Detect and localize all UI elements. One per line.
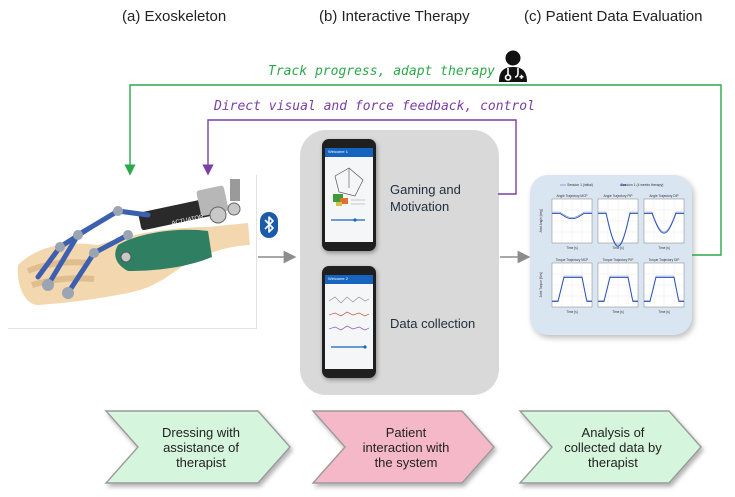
- plot-series-after: [598, 212, 638, 247]
- bluetooth-icon: [260, 212, 278, 238]
- phone-data-screen: Welcome 2: [325, 275, 373, 369]
- plot-xlabel: Time [s]: [566, 246, 577, 250]
- game-view: [331, 167, 365, 222]
- phone-gaming-screen: Welcome 1: [325, 148, 373, 242]
- stage-title-exoskeleton: (a) Exoskeleton: [122, 8, 227, 25]
- plot-series-after: [598, 276, 638, 303]
- plot-xlabel: Time [s]: [566, 310, 577, 314]
- process-steps: [104, 410, 702, 484]
- module-gaming-label: Gaming and Motivation: [390, 182, 461, 214]
- plot-series-initial: [552, 211, 592, 218]
- plot-title: Angle Trajectory DIP: [649, 194, 678, 198]
- phone-data-title: Welcome 2: [328, 276, 348, 281]
- plot-ylabel: Joint Angle [deg]: [539, 209, 543, 233]
- phone-data: Welcome 2: [322, 266, 376, 378]
- stage-title-therapy: (b) Interactive Therapy: [319, 8, 470, 25]
- outer-loop-arrow: [124, 84, 722, 256]
- plot-title: Torque Trajectory DIP: [649, 258, 680, 262]
- plot-series-after: [644, 276, 684, 303]
- phone-gaming-title: Welcome 1: [328, 149, 348, 154]
- phone-gaming: Welcome 1: [322, 139, 376, 251]
- outer-loop-label: Track progress, adapt therapy: [268, 64, 495, 79]
- plot-xlabel: Time [s]: [658, 246, 669, 250]
- plot-xlabel: Time [s]: [612, 310, 623, 314]
- plot-ylabel: Joint Torque [Nm]: [539, 272, 543, 297]
- plot-series-after: [552, 276, 592, 303]
- step-label-3: Analysis of collected data by therapist: [564, 424, 662, 470]
- plot-title: Torque Trajectory MCP: [556, 258, 589, 262]
- data-view: [328, 296, 370, 349]
- plot-title: Angle Trajectory MCP: [557, 194, 588, 198]
- plot-series-initial: [644, 211, 684, 233]
- plot-series-after: [644, 212, 684, 234]
- plot-xlabel: Time [s]: [658, 310, 669, 314]
- inner-loop-label: Direct visual and force feedback, contro…: [214, 99, 535, 114]
- plot-title: Angle Trajectory PIP: [603, 194, 632, 198]
- plot-legend-entry-1: Session 1 (initial): [567, 183, 593, 187]
- plot-series-initial: [598, 211, 638, 246]
- doctor-icon: [499, 50, 527, 82]
- step-chevron-1: [104, 410, 291, 484]
- step-label-2: Patient interaction with the system: [362, 424, 450, 470]
- plot-series-after: [552, 212, 592, 220]
- step-label-1: Dressing with assistance of therapist: [161, 424, 241, 470]
- inner-loop-arrow: [202, 119, 517, 195]
- plot-xlabel: Time [s]: [612, 246, 623, 250]
- plot-title: Torque Trajectory PIP: [603, 258, 634, 262]
- stage-title-evaluation: (c) Patient Data Evaluation: [524, 8, 703, 25]
- exoskeleton-illustration: ACTUATOR: [17, 179, 250, 305]
- step-chevron-3: [518, 410, 702, 484]
- plot-legend-entry-2: Session 1 (4 weeks therapy): [621, 183, 664, 187]
- trajectory-plots: Session 1 (initial) Session 1 (4 weeks th…: [539, 183, 685, 314]
- module-data-label: Data collection: [390, 316, 476, 331]
- step-chevron-2: [311, 410, 495, 484]
